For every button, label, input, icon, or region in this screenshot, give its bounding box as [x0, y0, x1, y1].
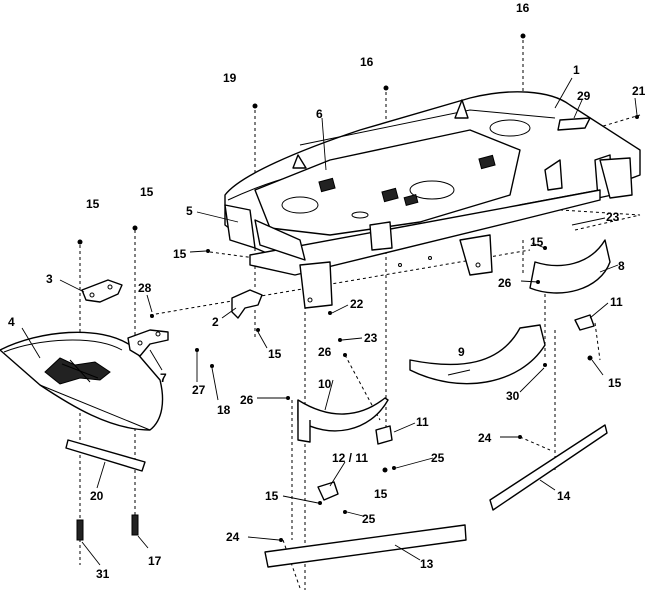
- callout-10: 10: [318, 377, 332, 391]
- callout-20: 20: [90, 489, 104, 503]
- callout-11-center: 11: [416, 415, 429, 429]
- bracket-2: [231, 289, 263, 319]
- callout-15-g: 15: [265, 489, 279, 503]
- callout-13: 13: [420, 557, 434, 571]
- callout-2: 2: [212, 315, 219, 329]
- callout-31: 31: [96, 567, 110, 581]
- callout-25-a: 25: [431, 451, 445, 465]
- callout-27: 27: [192, 383, 206, 397]
- callout-22: 22: [350, 297, 364, 311]
- discharge-chute: [0, 331, 164, 431]
- baffle-8: [529, 239, 611, 294]
- callout-8: 8: [618, 259, 625, 273]
- callout-29: 29: [577, 89, 591, 103]
- callout-28: 28: [138, 281, 152, 295]
- callout-12-11: 12 / 11: [332, 451, 368, 465]
- callout-17: 17: [148, 554, 162, 568]
- callout-15-d: 15: [268, 347, 282, 361]
- callout-25-b: 25: [362, 512, 376, 526]
- callout-24-right: 24: [478, 431, 492, 445]
- mower-deck-housing: [224, 91, 641, 309]
- callout-21: 21: [632, 84, 646, 98]
- callout-7: 7: [160, 371, 167, 385]
- strip-20: [65, 439, 146, 472]
- callout-23-b: 23: [364, 331, 378, 345]
- callout-15-c: 15: [173, 247, 187, 261]
- callout-18: 18: [217, 403, 231, 417]
- bracket-7: [127, 329, 169, 357]
- callout-26-b: 26: [318, 345, 332, 359]
- callout-26-a: 26: [498, 276, 512, 290]
- callout-15-a: 15: [86, 197, 100, 211]
- baffle-9: [409, 324, 546, 385]
- bracket-3: [81, 279, 123, 303]
- callout-30: 30: [506, 389, 520, 403]
- callout-4: 4: [8, 315, 15, 329]
- callout-24-left: 24: [226, 530, 240, 544]
- callout-3: 3: [46, 272, 53, 286]
- skid-13: [264, 524, 467, 568]
- callout-15-e: 15: [530, 235, 544, 249]
- callout-15-f: 15: [608, 376, 622, 390]
- callout-19: 19: [223, 71, 237, 85]
- bracket-11-right: [574, 314, 595, 331]
- callout-16-b: 16: [360, 55, 374, 69]
- skid-14: [489, 424, 608, 511]
- callout-26-c: 26: [240, 393, 254, 407]
- callout-14: 14: [557, 489, 571, 503]
- bracket-12: [317, 481, 339, 501]
- callout-11-right: 11: [610, 295, 623, 309]
- callout-23-a: 23: [606, 210, 620, 224]
- callout-15-b: 15: [140, 185, 154, 199]
- callout-numbers: 1 2 3 4 5 6 7 8 9 10 11 11 12 / 11 13 14…: [8, 1, 646, 581]
- leader-lines: [21, 77, 638, 566]
- callout-16-a: 16: [516, 1, 530, 15]
- bracket-11-center: [375, 425, 393, 445]
- hardware-dots: [76, 33, 639, 542]
- callout-15-h: 15: [374, 487, 388, 501]
- callout-1: 1: [573, 63, 580, 77]
- callout-9: 9: [458, 345, 465, 359]
- callout-6: 6: [316, 107, 323, 121]
- callout-5: 5: [186, 204, 193, 218]
- baffle-10: [297, 397, 389, 443]
